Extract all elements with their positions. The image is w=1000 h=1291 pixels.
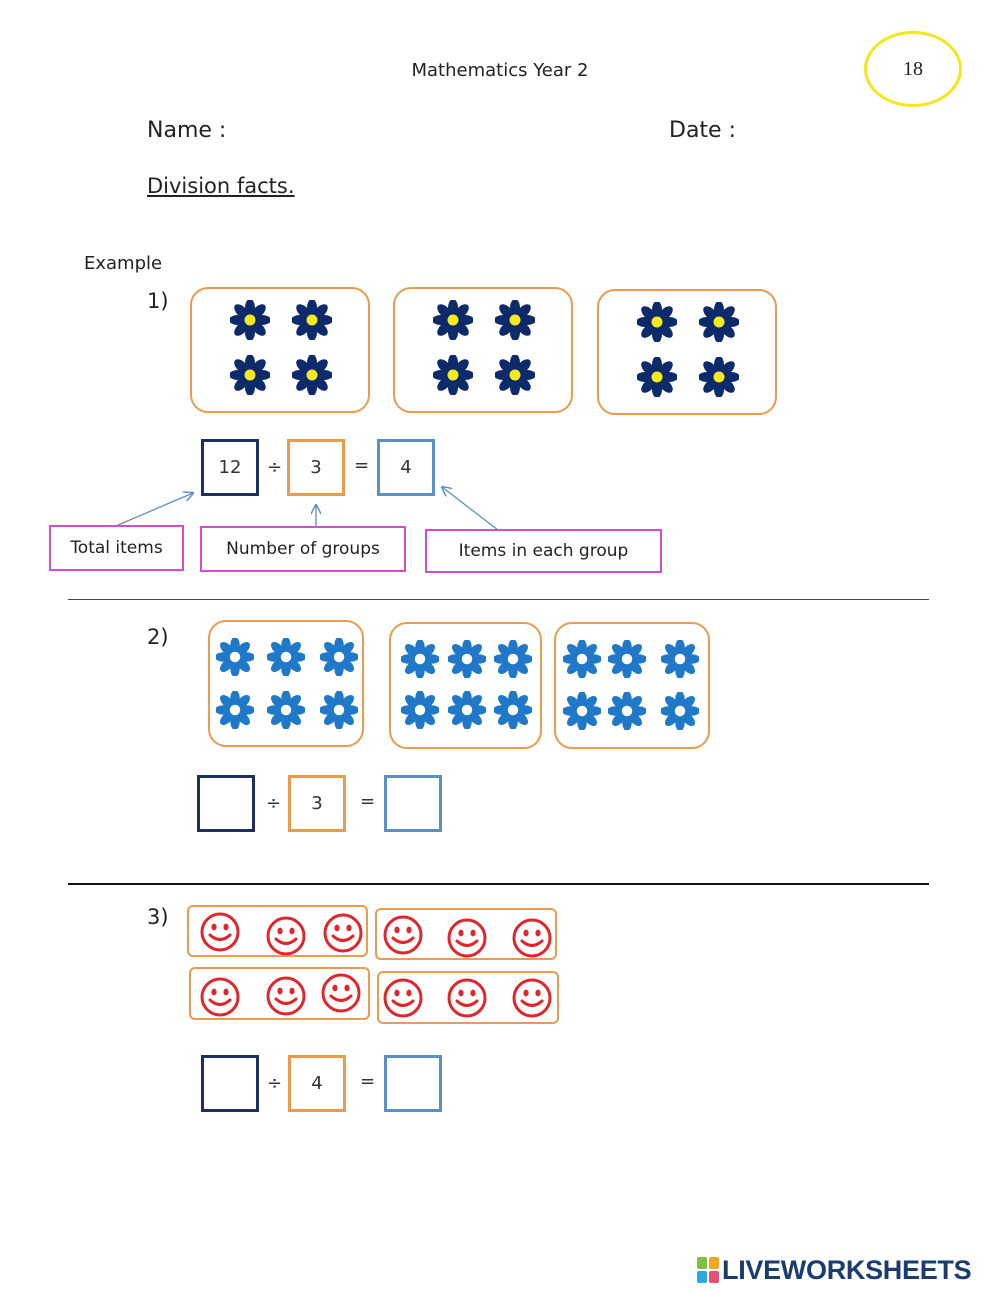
smiley-face-icon <box>321 911 365 955</box>
smiley-face-icon <box>264 974 308 1018</box>
flower-icon <box>432 299 474 341</box>
divide-sign: ÷ <box>267 1073 283 1094</box>
smiley-face-icon <box>510 976 554 1020</box>
equals-sign: = <box>360 1071 376 1092</box>
smiley-face-icon <box>198 910 242 954</box>
question-number: 1) <box>147 289 169 313</box>
smiley-face-icon <box>381 976 425 1020</box>
flower-icon <box>607 691 647 731</box>
flower-icon <box>266 637 306 677</box>
smiley-face-icon <box>264 914 308 958</box>
number-of-groups-box: 3 <box>288 775 346 832</box>
flower-icon <box>636 301 678 343</box>
flower-icon <box>447 639 487 679</box>
flower-icon <box>636 356 678 398</box>
flower-icon <box>698 301 740 343</box>
flower-icon <box>291 354 333 396</box>
flower-icon <box>562 691 602 731</box>
callout-items-in-each-group: Items in each group <box>425 529 662 573</box>
section-divider <box>68 599 929 600</box>
item-group <box>597 289 777 415</box>
question-number: 3) <box>147 905 169 929</box>
callout-number-of-groups: Number of groups <box>200 526 406 572</box>
smiley-face-icon <box>445 976 489 1020</box>
flower-icon <box>291 299 333 341</box>
answer-each-input[interactable] <box>384 1055 442 1112</box>
flower-icon <box>229 299 271 341</box>
question-number: 2) <box>147 625 169 649</box>
callout-total-items: Total items <box>49 525 184 571</box>
flower-icon <box>229 354 271 396</box>
divide-sign: ÷ <box>266 793 282 814</box>
liveworksheets-logo: LIVEWORKSHEETS <box>697 1254 972 1285</box>
flower-icon <box>319 637 359 677</box>
item-group <box>393 287 573 413</box>
flower-icon <box>660 639 700 679</box>
name-label: Name : <box>147 118 227 143</box>
number-of-groups-box: 4 <box>288 1055 346 1112</box>
smiley-face-icon <box>198 975 242 1019</box>
smiley-face-icon <box>445 916 489 960</box>
date-label: Date : <box>669 118 736 143</box>
equals-sign: = <box>354 455 370 476</box>
divide-sign: ÷ <box>267 457 283 478</box>
flower-icon <box>319 690 359 730</box>
item-group <box>190 287 370 413</box>
flower-icon <box>607 639 647 679</box>
page-number-badge: 18 <box>864 31 962 107</box>
answer-each-input[interactable] <box>384 775 442 832</box>
flower-icon <box>400 639 440 679</box>
flower-icon <box>493 690 533 730</box>
flower-icon <box>494 299 536 341</box>
header-title: Mathematics Year 2 <box>411 60 589 81</box>
flower-icon <box>493 639 533 679</box>
flower-icon <box>562 639 602 679</box>
flower-icon <box>215 690 255 730</box>
smiley-face-icon <box>381 913 425 957</box>
flower-icon <box>494 354 536 396</box>
equals-sign: = <box>360 791 376 812</box>
smiley-face-icon <box>510 916 554 960</box>
flower-icon <box>447 690 487 730</box>
worksheet-title: Division facts. <box>147 174 295 198</box>
items-in-each-group-box: 4 <box>377 439 435 496</box>
number-of-groups-box: 3 <box>287 439 345 496</box>
total-items-box: 12 <box>201 439 259 496</box>
flower-icon <box>215 637 255 677</box>
example-label: Example <box>84 253 163 274</box>
answer-total-input[interactable] <box>197 775 255 832</box>
brand-mark-icon <box>697 1257 719 1283</box>
flower-icon <box>266 690 306 730</box>
smiley-face-icon <box>319 971 363 1015</box>
flower-icon <box>400 690 440 730</box>
flower-icon <box>432 354 474 396</box>
flower-icon <box>698 356 740 398</box>
answer-total-input[interactable] <box>201 1055 259 1112</box>
brand-text: LIVEWORKSHEETS <box>722 1254 972 1285</box>
flower-icon <box>660 691 700 731</box>
section-divider <box>68 883 929 885</box>
